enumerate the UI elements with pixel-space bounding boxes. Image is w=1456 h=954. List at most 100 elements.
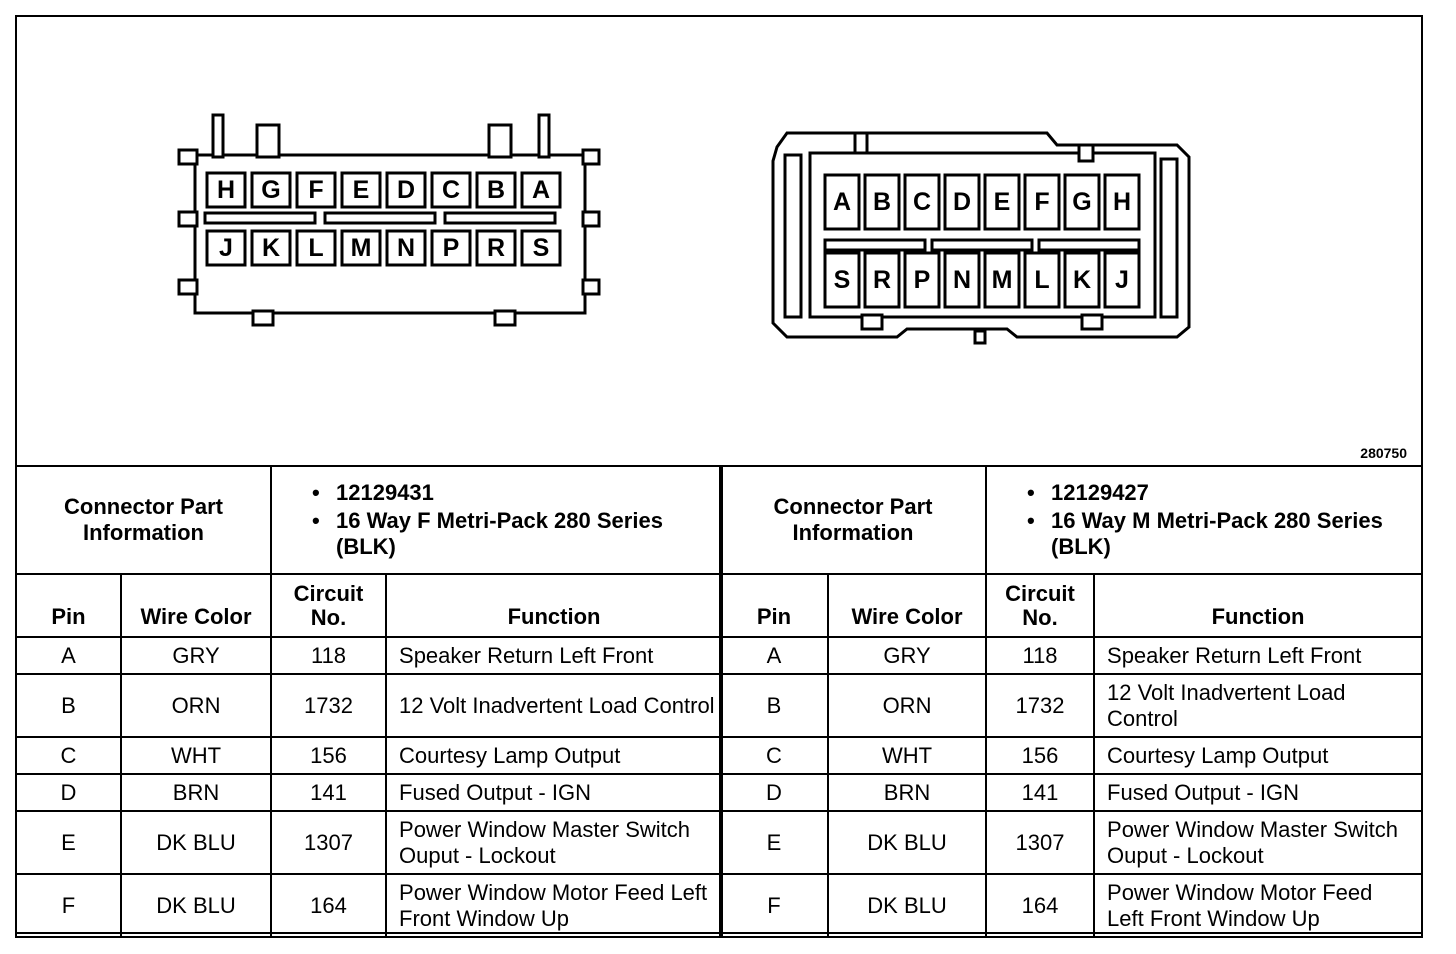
right-pin-cavity [1023, 251, 1061, 309]
pin-cell: C [15, 736, 122, 775]
connector-info-items: 12129427 16 Way M Metri-Pack 280 Series … [985, 465, 1424, 575]
right-connector-tab [1077, 143, 1095, 163]
connector-tables: Connector Part Information 12129431 16 W… [14, 465, 1424, 938]
left-connector-bar [203, 211, 317, 225]
left-pin-label: R [487, 234, 505, 262]
right-pin-label: S [834, 266, 851, 294]
left-pin-label: C [442, 176, 460, 204]
left-connector-tab [255, 123, 281, 159]
pin-cell: A [15, 636, 122, 675]
pin-cell: E [719, 810, 829, 875]
left-pin-label: B [487, 176, 505, 204]
left-pin-label: S [533, 234, 550, 262]
right-pin-label: R [873, 266, 891, 294]
connector-info-label: Connector Part Information [718, 465, 988, 575]
right-pin-cavity [1063, 173, 1101, 231]
right-pin-label: E [994, 188, 1011, 216]
left-pin-label: F [308, 176, 323, 204]
right-pin-cavity [903, 173, 941, 231]
wire-color-cell: DK BLU [826, 810, 988, 875]
function-cell: Speaker Return Left Front [385, 636, 724, 675]
left-pin-cavity [430, 171, 472, 209]
left-pin-cavity [430, 229, 472, 267]
left-pin-label: P [443, 234, 460, 262]
left-pin-cavity [385, 229, 427, 267]
left-connector-latch [537, 113, 551, 159]
right-connector-bar [930, 238, 1034, 252]
function-cell: Fused Output - IGN [385, 773, 724, 812]
left-connector-tab [493, 309, 517, 327]
left-connector-latch [211, 113, 225, 159]
wire-color-cell: GRY [826, 636, 988, 675]
left-connector-side-tab [177, 278, 199, 296]
circuit-cell: 1307 [985, 810, 1096, 875]
function-cell: Power Window Motor Feed Left Front Windo… [385, 873, 724, 938]
col-header-circuit: Circuit No. [985, 573, 1096, 638]
wire-color-cell: ORN [119, 673, 273, 738]
right-connector-tab [973, 329, 987, 345]
right-pin-cavity [1023, 173, 1061, 231]
pin-cell: E [15, 810, 122, 875]
connector-info-label: Connector Part Information [14, 465, 273, 575]
left-pin-label: N [397, 234, 415, 262]
left-pin-cavity [475, 171, 517, 209]
col-header-pin: Pin [719, 573, 829, 638]
circuit-cell: 1732 [270, 673, 388, 738]
connector-info-items: 12129431 16 Way F Metri-Pack 280 Series … [270, 465, 724, 575]
connector-table-left: Connector Part Information 12129431 16 W… [14, 465, 724, 938]
right-pin-cavity [863, 173, 901, 231]
function-cell: Speaker Return Left Front [1093, 636, 1424, 675]
left-connector-side-tab [581, 278, 601, 296]
right-pin-label: P [914, 266, 931, 294]
wire-color-cell: DK BLU [826, 873, 988, 938]
left-pin-label: D [397, 176, 415, 204]
col-header-circuit: Circuit No. [270, 573, 388, 638]
right-pin-label: K [1073, 266, 1091, 294]
connector-series: 16 Way M Metri-Pack 280 Series (BLK) [1027, 508, 1415, 560]
right-pin-label: B [873, 188, 891, 216]
left-pin-label: J [219, 234, 233, 262]
circuit-cell: 141 [270, 773, 388, 812]
left-connector-tab [251, 309, 275, 327]
right-pin-label: H [1113, 188, 1131, 216]
left-pin-label: K [262, 234, 280, 262]
figure-id: 280750 [1360, 445, 1407, 461]
wire-color-cell: WHT [826, 736, 988, 775]
left-pin-cavity [250, 229, 292, 267]
circuit-cell: 1732 [985, 673, 1096, 738]
left-pin-label: A [532, 176, 550, 204]
left-pin-label: L [308, 234, 323, 262]
right-pin-label: A [833, 188, 851, 216]
right-connector-tab [860, 313, 884, 331]
left-pin-cavity [250, 171, 292, 209]
right-pin-cavity [903, 251, 941, 309]
left-pin-label: H [217, 176, 235, 204]
wire-color-cell: GRY [119, 636, 273, 675]
left-connector-side-tab [177, 210, 199, 228]
wire-color-cell: ORN [826, 673, 988, 738]
left-pin-cavity [475, 229, 517, 267]
right-pin-cavity [823, 173, 861, 231]
left-pin-cavity [205, 229, 247, 267]
pin-cell: F [719, 873, 829, 938]
wire-color-cell: DK BLU [119, 873, 273, 938]
left-pin-cavity [520, 171, 562, 209]
function-cell: Courtesy Lamp Output [385, 736, 724, 775]
left-pin-cavity [520, 229, 562, 267]
circuit-cell: 118 [270, 636, 388, 675]
left-pin-cavity [205, 171, 247, 209]
wire-color-cell: DK BLU [119, 810, 273, 875]
right-connector-side-rail [783, 153, 803, 319]
function-cell: Courtesy Lamp Output [1093, 736, 1424, 775]
